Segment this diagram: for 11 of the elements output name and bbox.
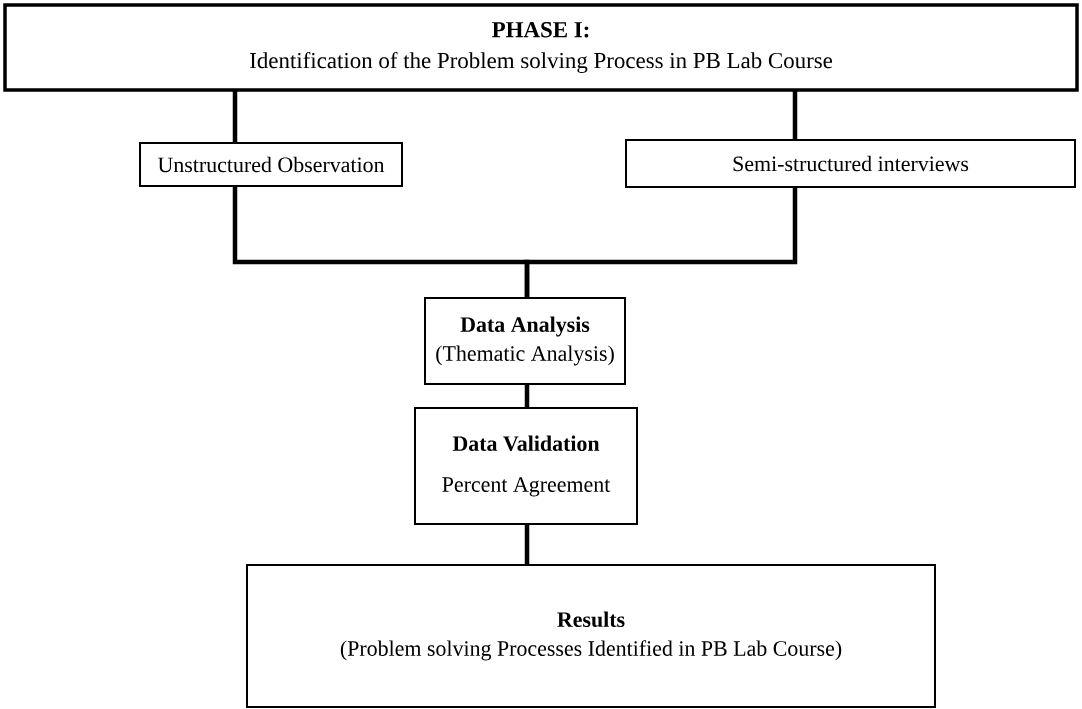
process-box: Results (Problem solving Processes Identified in PB Lab Course) bbox=[246, 564, 936, 708]
connector-line bbox=[524, 524, 530, 565]
process-box: Unstructured Observation bbox=[139, 142, 403, 187]
connector-line bbox=[792, 90, 798, 140]
connector-line bbox=[524, 384, 530, 408]
connector-line bbox=[524, 187, 798, 298]
process-box: Data Analysis (Thematic Analysis) bbox=[424, 297, 626, 385]
process-box: Semi-structured interviews bbox=[625, 139, 1076, 188]
process-box: PHASE I: Identification of the Problem solving Process in PB Lab Course bbox=[3, 3, 1079, 92]
connector-line bbox=[232, 90, 238, 143]
process-box: Data Validation Percent Agreement bbox=[414, 407, 638, 525]
